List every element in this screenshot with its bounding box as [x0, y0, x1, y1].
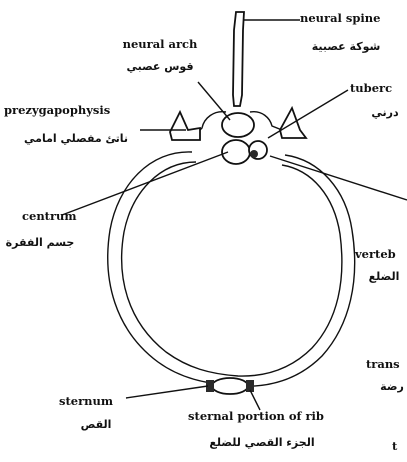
label-neural-arch: neural arch — [123, 37, 198, 51]
label-tubercle-ar: درني — [371, 106, 399, 119]
label-vertebral-rib: verteb — [354, 247, 396, 261]
leader-tubercle — [268, 90, 348, 138]
neural-spine — [233, 12, 244, 106]
label-tubercle: tuberc — [350, 81, 392, 95]
leader-neural-arch — [198, 82, 230, 120]
label-sternum-ar: القص — [81, 418, 112, 431]
label-neural-arch-ar: قوس عصبي — [126, 60, 193, 73]
label-neural-spine-ar: شوكة عصبية — [312, 40, 381, 53]
label-centrum-ar: جسم الفقرة — [6, 236, 75, 249]
label-neural-spine: neural spine — [300, 11, 380, 25]
leader-vertebral-rib — [270, 156, 407, 200]
leader-centrum — [62, 152, 228, 215]
label-sternal-portion-ar: الجزء القصي للضلع — [209, 436, 314, 449]
leader-sternal-portion — [250, 390, 260, 410]
label-vertebral-rib-ar: الضلع — [369, 270, 400, 283]
label-sternum: sternum — [59, 394, 113, 408]
rib-cage-outline — [108, 152, 355, 386]
label-edge-fragment: t — [392, 439, 398, 453]
centrum-body — [222, 140, 267, 164]
label-transverse: trans — [366, 357, 400, 371]
neural-arch — [196, 112, 282, 137]
label-prezygapophysis: prezygapophysis — [4, 103, 110, 117]
sternum-bone — [206, 378, 254, 394]
label-sternal-portion: sternal portion of rib — [188, 409, 324, 423]
label-prezygapophysis-ar: ناتئ مفصلي امامي — [24, 132, 128, 145]
label-transverse-ar: رضة — [380, 380, 404, 393]
leader-sternum — [126, 386, 208, 398]
label-centrum: centrum — [22, 209, 77, 223]
